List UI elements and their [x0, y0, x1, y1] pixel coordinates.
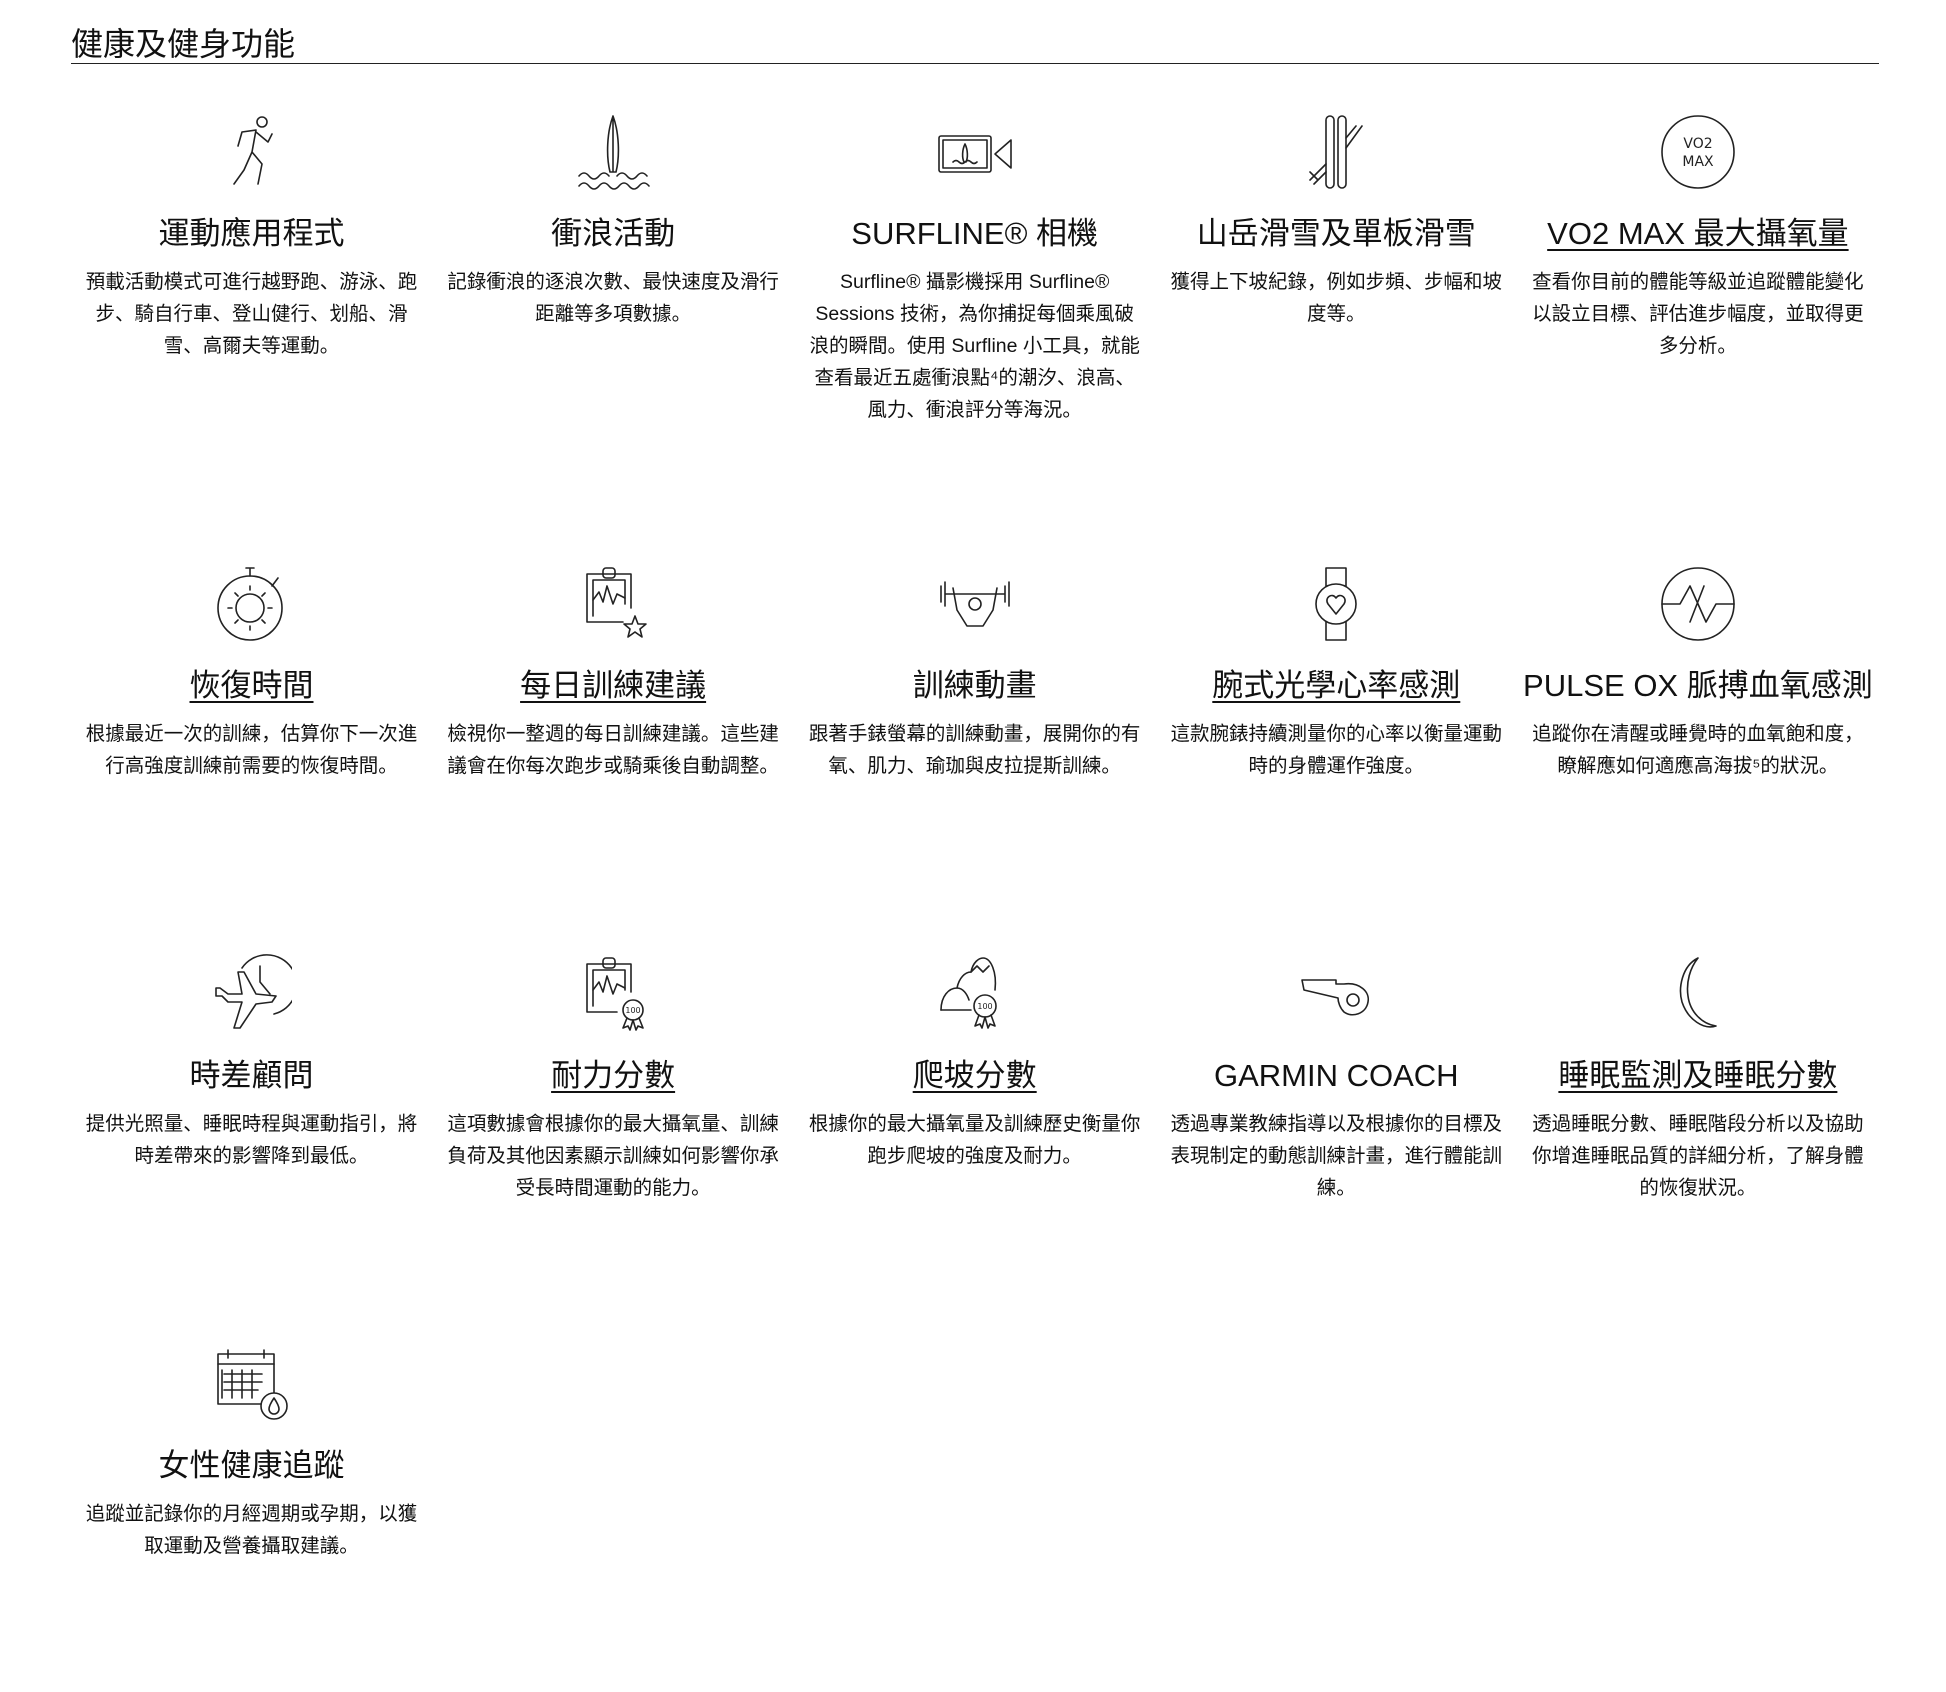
feature-card: GARMIN COACH 透過專業教練指導以及根據你的目標及表現制定的動態訓練計畫… — [1156, 954, 1517, 1274]
surf-camera-icon — [794, 112, 1155, 190]
clipboard-star-icon — [433, 564, 794, 642]
feature-title: 時差顧問 — [189, 1058, 314, 1093]
feature-description: 根據最近一次的訓練，估算你下一次進行高強度訓練前需要的恢復時間。 — [85, 723, 418, 777]
svg-text:VO2: VO2 — [1683, 136, 1712, 152]
plane-clock-icon — [71, 954, 432, 1032]
feature-description: 檢視你一整週的每日訓練建議。這些建議會在你每次跑步或騎乘後自動調整。 — [447, 723, 779, 777]
watch-heart-icon — [1156, 564, 1517, 642]
feature-card: 衝浪活動記錄衝浪的逐浪次數、最快速度及滑行距離等多項數據。 — [433, 112, 794, 432]
clipboard-medal-icon: 100 — [433, 954, 794, 1032]
feature-card: PULSE OX 脈搏血氧感測追蹤你在清醒或睡覺時的血氧飽和度，瞭解應如何適應高… — [1517, 564, 1878, 884]
feature-title: 訓練動畫 — [912, 668, 1037, 703]
section-divider — [71, 63, 1879, 64]
feature-card: 訓練動畫跟著手錶螢幕的訓練動畫，展開你的有氧、肌力、瑜珈與皮拉提斯訓練。 — [794, 564, 1155, 884]
feature-title: 運動應用程式 — [158, 216, 345, 251]
feature-title: 衝浪活動 — [551, 216, 676, 251]
feature-description: 跟著手錶螢幕的訓練動畫，展開你的有氧、肌力、瑜珈與皮拉提斯訓練。 — [808, 723, 1141, 777]
feature-card: 運動應用程式預載活動模式可進行越野跑、游泳、跑步、騎自行車、登山健行、划船、滑雪… — [71, 112, 432, 432]
whistle-icon — [1156, 954, 1517, 1032]
feature-card: SURFLINE® 相機 Surfline® 攝影機採用 Surfline® Se… — [794, 112, 1155, 432]
feature-description: 預載活動模式可進行越野跑、游泳、跑步、騎自行車、登山健行、划船、滑雪、高爾夫等運… — [85, 271, 418, 357]
surfboard-icon — [433, 112, 794, 190]
feature-card: 時差顧問提供光照量、睡眠時程與運動指引，將時差帶來的影響降到最低。 — [71, 954, 432, 1274]
feature-title: 山岳滑雪及單板滑雪 — [1196, 216, 1476, 251]
runner-icon — [71, 112, 432, 190]
feature-description: 追蹤並記錄你的月經週期或孕期，以獲取運動及營養攝取建議。 — [85, 1503, 418, 1557]
feature-title-link[interactable]: 爬坡分數 — [912, 1058, 1037, 1093]
section-title: 健康及健身功能 — [71, 26, 296, 62]
feature-title-link[interactable]: VO2 MAX 最大攝氧量 — [1547, 216, 1849, 251]
feature-card: 每日訓練建議檢視你一整週的每日訓練建議。這些建議會在你每次跑步或騎乘後自動調整。 — [433, 564, 794, 884]
feature-description: 記錄衝浪的逐浪次數、最快速度及滑行距離等多項數據。 — [447, 271, 779, 325]
feature-title: GARMIN COACH — [1214, 1058, 1459, 1093]
feature-description: 查看你目前的體能等級並追蹤體能變化以設立目標、評估進步幅度，並取得更多分析。 — [1532, 271, 1864, 357]
feature-title-link[interactable]: 睡眠監測及睡眠分數 — [1558, 1058, 1838, 1093]
feature-title: 女性健康追蹤 — [158, 1448, 345, 1483]
feature-title-link[interactable]: 腕式光學心率感測 — [1212, 668, 1461, 703]
svg-text:MAX: MAX — [1682, 154, 1714, 170]
feature-title: PULSE OX 脈搏血氧感測 — [1523, 668, 1873, 703]
feature-title: SURFLINE® 相機 — [851, 216, 1099, 251]
pulse-ox-icon — [1517, 564, 1878, 642]
feature-description: 根據你的最大攝氧量及訓練歷史衡量你跑步爬坡的強度及耐力。 — [808, 1113, 1141, 1167]
workout-icon — [794, 564, 1155, 642]
feature-card: 女性健康追蹤追蹤並記錄你的月經週期或孕期，以獲取運動及營養攝取建議。 — [71, 1344, 432, 1664]
calendar-drop-icon — [71, 1344, 432, 1422]
moon-icon — [1517, 954, 1878, 1032]
mountain-medal-icon: 100 — [794, 954, 1155, 1032]
feature-description: 這款腕錶持續測量你的心率以衡量運動時的身體運作強度。 — [1170, 723, 1503, 777]
stopwatch-icon — [71, 564, 432, 642]
feature-description: 透過專業教練指導以及根據你的目標及表現制定的動態訓練計畫，進行體能訓練。 — [1170, 1113, 1503, 1199]
feature-card: 100 爬坡分數根據你的最大攝氧量及訓練歷史衡量你跑步爬坡的強度及耐力。 — [794, 954, 1155, 1274]
feature-card: 恢復時間根據最近一次的訓練，估算你下一次進行高強度訓練前需要的恢復時間。 — [71, 564, 432, 884]
feature-title-link[interactable]: 恢復時間 — [189, 668, 314, 703]
feature-title-link[interactable]: 每日訓練建議 — [520, 668, 707, 703]
feature-card: 100 耐力分數這項數據會根據你的最大攝氧量、訓練負荷及其他因素顯示訓練如何影響你… — [433, 954, 794, 1274]
feature-card: 睡眠監測及睡眠分數透過睡眠分數、睡眠階段分析以及協助你增進睡眠品質的詳細分析，了… — [1517, 954, 1878, 1274]
feature-description: 追蹤你在清醒或睡覺時的血氧飽和度，瞭解應如何適應高海拔⁵的狀況。 — [1532, 723, 1864, 777]
svg-text:100: 100 — [977, 1002, 992, 1011]
feature-title-link[interactable]: 耐力分數 — [551, 1058, 676, 1093]
feature-description: 透過睡眠分數、睡眠階段分析以及協助你增進睡眠品質的詳細分析，了解身體的恢復狀況。 — [1532, 1113, 1864, 1199]
svg-text:100: 100 — [625, 1006, 640, 1015]
ski-icon — [1156, 112, 1517, 190]
feature-card: 腕式光學心率感測這款腕錶持續測量你的心率以衡量運動時的身體運作強度。 — [1156, 564, 1517, 884]
feature-description: 這項數據會根據你的最大攝氧量、訓練負荷及其他因素顯示訓練如何影響你承受長時間運動… — [447, 1113, 779, 1199]
feature-card: 山岳滑雪及單板滑雪獲得上下坡紀錄，例如步頻、步幅和坡度等。 — [1156, 112, 1517, 432]
feature-description: 提供光照量、睡眠時程與運動指引，將時差帶來的影響降到最低。 — [85, 1113, 418, 1167]
feature-description: 獲得上下坡紀錄，例如步頻、步幅和坡度等。 — [1170, 271, 1503, 325]
feature-description: Surfline® 攝影機採用 Surfline® Sessions 技術，為你… — [809, 271, 1140, 421]
